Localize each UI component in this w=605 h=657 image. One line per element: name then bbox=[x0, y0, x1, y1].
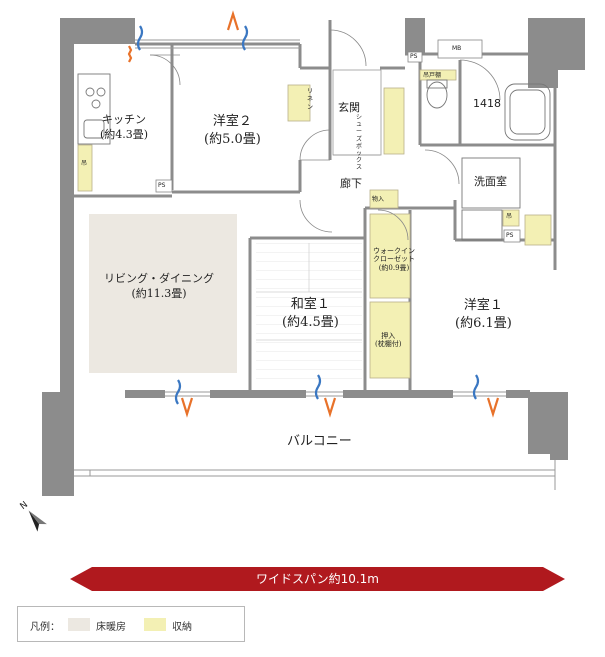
washroom-cabinet-label: 吊 bbox=[506, 213, 513, 220]
wide-span-label: ワイドスパン約10.1m bbox=[255, 572, 379, 586]
room-label-hallway: 廊下 bbox=[340, 177, 362, 192]
washroom-name: 洗面室 bbox=[474, 175, 507, 188]
balcony-name: バルコニー bbox=[287, 434, 352, 449]
oshiire-label: 押入 (枕棚付) bbox=[375, 332, 401, 349]
kitchen-name: キッチン bbox=[102, 113, 147, 126]
walk-in-line1: ウォークイン bbox=[373, 247, 415, 255]
ps-label-washroom: PS bbox=[506, 232, 514, 239]
balcony-outline bbox=[74, 460, 556, 490]
floor-heating-area bbox=[89, 214, 237, 373]
hallway-name: 廊下 bbox=[340, 177, 362, 190]
oshiire-line2: (枕棚付) bbox=[375, 340, 402, 349]
kitchen-counter bbox=[77, 73, 111, 145]
walk-in-line2: クローゼット bbox=[373, 255, 415, 264]
room-label-western-1: 洋室１ (約6.1畳) bbox=[455, 297, 512, 332]
japanese1-name: 和室１ bbox=[290, 297, 330, 312]
kitchen-cabinet-label: 吊 bbox=[81, 160, 88, 167]
room-label-japanese-1: 和室１ (約4.5畳) bbox=[282, 296, 339, 331]
shoe-box-label: シューズボックス bbox=[355, 114, 362, 172]
ps-label-western2: PS bbox=[158, 182, 166, 189]
storage-areas bbox=[77, 69, 552, 379]
legend-storage-label: 収納 bbox=[172, 622, 192, 633]
walk-in-size: (約0.9畳) bbox=[378, 263, 410, 272]
walls bbox=[42, 18, 585, 496]
ps-label-entrance: PS bbox=[410, 53, 418, 60]
western2-size: (約5.0畳) bbox=[204, 131, 261, 147]
legend-floor-heating-swatch bbox=[68, 618, 90, 631]
monoire-label: 物入 bbox=[372, 196, 385, 203]
room-label-washroom: 洗面室 bbox=[474, 175, 507, 190]
living-dining-name: リビング・ダイニング bbox=[104, 272, 214, 285]
hanging-cabinet-label: 吊戸棚 bbox=[423, 72, 442, 79]
bath-fixtures bbox=[426, 79, 551, 241]
legend-floor-heating-label: 床暖房 bbox=[96, 622, 126, 633]
kitchen-size: (約4.3畳) bbox=[100, 127, 149, 141]
western1-name: 洋室１ bbox=[463, 298, 503, 313]
walk-in-closet-label: ウォークイン クローゼット (約0.9畳) bbox=[373, 247, 415, 272]
linen-label: リネン bbox=[306, 88, 313, 112]
wide-span-bar bbox=[70, 567, 565, 591]
room-label-entrance: 玄関 bbox=[338, 101, 360, 116]
room-label-balcony: バルコニー bbox=[287, 433, 352, 451]
entrance-floor bbox=[332, 69, 382, 156]
japanese1-size: (約4.5畳) bbox=[282, 314, 339, 330]
oshiire-line1: 押入 bbox=[381, 332, 396, 340]
western1-size: (約6.1畳) bbox=[455, 315, 512, 331]
entrance-name: 玄関 bbox=[338, 101, 360, 114]
wide-span-annotation: ワイドスパン約10.1m bbox=[70, 567, 565, 591]
ps-boxes bbox=[155, 39, 521, 243]
tatami-lines bbox=[256, 243, 362, 341]
room-label-western-2: 洋室２ (約5.0畳) bbox=[204, 113, 261, 148]
bathroom-name: 1418 bbox=[473, 97, 501, 110]
legend-title: 凡例： bbox=[30, 622, 60, 633]
legend: 凡例： 床暖房 収納 bbox=[17, 606, 245, 642]
western2-name: 洋室２ bbox=[212, 114, 252, 129]
mb-label: MB bbox=[452, 45, 462, 52]
windows bbox=[135, 39, 506, 397]
room-label-bathroom: 1418 bbox=[473, 97, 501, 112]
room-label-living-dining: リビング・ダイニング (約11.3畳) bbox=[104, 272, 214, 302]
room-label-kitchen: キッチン (約4.3畳) bbox=[100, 113, 148, 143]
door-swings bbox=[149, 29, 501, 241]
legend-storage-swatch bbox=[144, 618, 166, 631]
living-dining-size: (約11.3畳) bbox=[131, 286, 187, 300]
ventilation-arrow-icon bbox=[127, 10, 500, 418]
